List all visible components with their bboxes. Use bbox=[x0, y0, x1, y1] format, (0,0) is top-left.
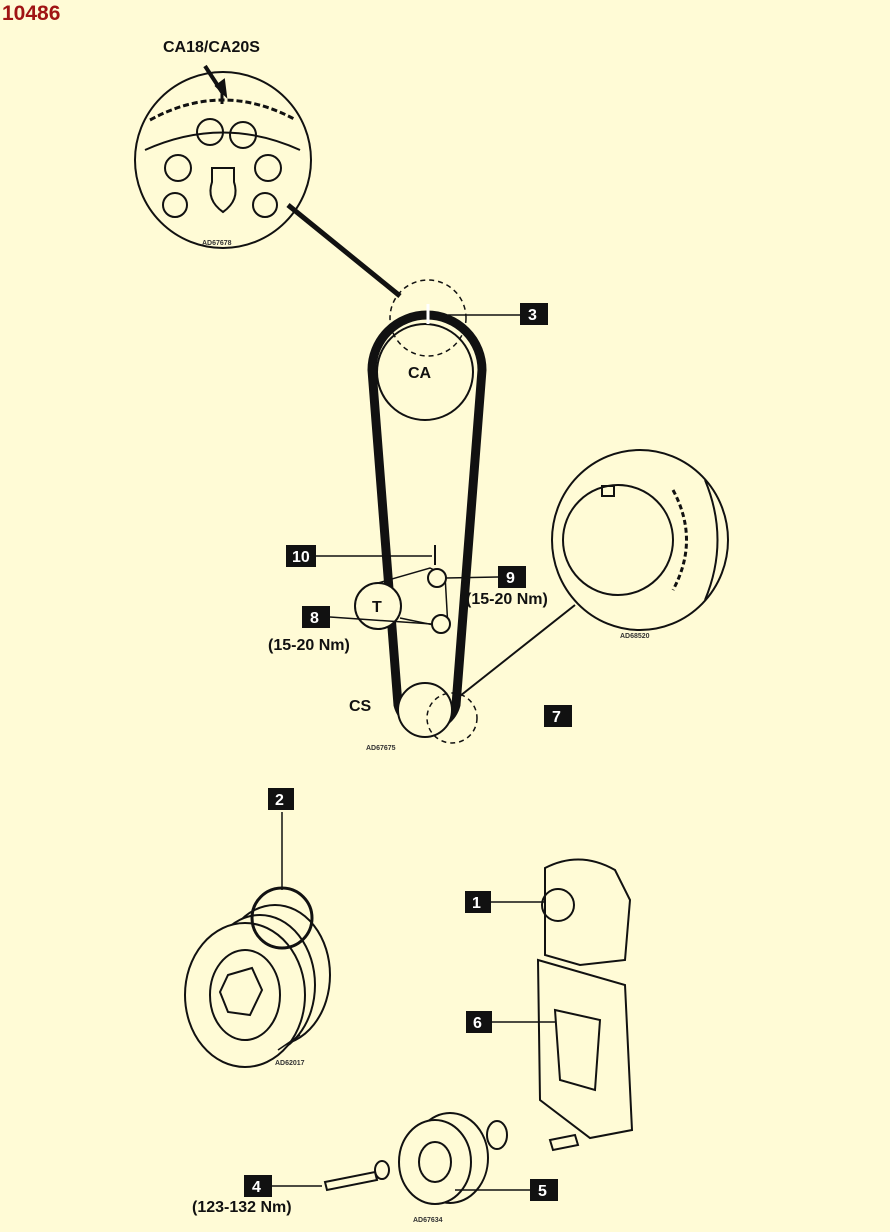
camshaft-sprocket-detail bbox=[134, 64, 402, 298]
svg-text:6: 6 bbox=[473, 1015, 482, 1032]
svg-text:7: 7 bbox=[552, 709, 561, 726]
tensioner-label: T bbox=[372, 599, 382, 616]
callout-8: 8 bbox=[302, 606, 330, 628]
svg-text:8: 8 bbox=[310, 610, 319, 627]
figure-code-cam-detail: AD67678 bbox=[202, 240, 232, 247]
callout-5: 5 bbox=[530, 1179, 558, 1201]
svg-text:9: 9 bbox=[506, 570, 515, 587]
figure-code-belt-layout: AD67675 bbox=[366, 745, 396, 752]
svg-text:4: 4 bbox=[252, 1179, 261, 1196]
callout-2: 2 bbox=[268, 788, 294, 810]
tensioner-bolt-8 bbox=[431, 614, 451, 634]
svg-text:10: 10 bbox=[292, 549, 310, 566]
svg-text:3: 3 bbox=[528, 307, 537, 324]
svg-text:5: 5 bbox=[538, 1183, 547, 1200]
callout-7: 7 bbox=[544, 705, 572, 727]
crankshaft-pulley-detail bbox=[184, 812, 331, 1068]
torque-item-4: (123-132 Nm) bbox=[192, 1199, 292, 1216]
figure-code-crank-detail: AD68520 bbox=[620, 633, 650, 640]
figure-code-cover-assembly: AD67634 bbox=[413, 1217, 443, 1224]
crank-sprocket-detail bbox=[551, 449, 729, 631]
svg-text:2: 2 bbox=[275, 792, 284, 809]
torque-item-9: (15-20 Nm) bbox=[466, 591, 548, 608]
callout-9: 9 bbox=[498, 566, 526, 588]
tensioner-bolt-9 bbox=[427, 568, 447, 588]
crankshaft-label: CS bbox=[349, 698, 372, 715]
callout-10: 10 bbox=[286, 545, 316, 567]
torque-item-8: (15-20 Nm) bbox=[268, 637, 350, 654]
crank-mark-circle bbox=[426, 692, 478, 744]
figure-number: 10486 bbox=[2, 2, 61, 25]
camshaft-label: CA bbox=[408, 365, 432, 382]
figure-code-crank-pulley: AD62017 bbox=[275, 1060, 305, 1067]
crankshaft-pulley bbox=[397, 682, 453, 738]
timing-covers bbox=[490, 858, 634, 1152]
callout-3: 3 bbox=[520, 303, 548, 325]
camshaft-pulley bbox=[376, 323, 474, 421]
engine-label: CA18/CA20S bbox=[163, 39, 260, 56]
callout-4: 4 bbox=[244, 1175, 272, 1197]
callout-1: 1 bbox=[465, 891, 491, 913]
cam-mark-circle bbox=[389, 279, 467, 357]
bolt-and-pulley bbox=[272, 1112, 530, 1205]
timing-belt bbox=[354, 279, 576, 744]
callout-6: 6 bbox=[466, 1011, 492, 1033]
svg-text:1: 1 bbox=[472, 895, 481, 912]
